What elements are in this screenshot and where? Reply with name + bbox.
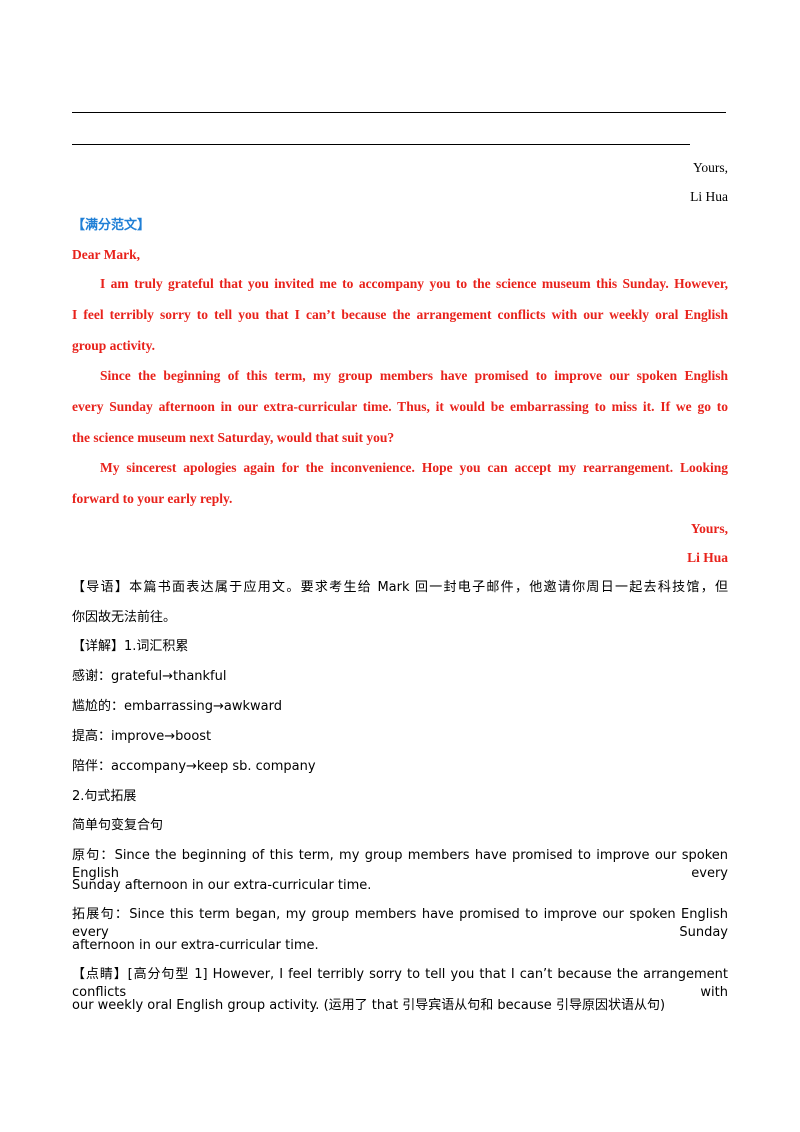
original-sentence-line: 原句：Since the beginning of this term, my … [72, 848, 728, 881]
tip-line: our weekly oral English group activity. … [72, 998, 666, 1013]
tip-line: 【点睛】[高分句型 1] However, I feel terribly so… [72, 967, 728, 1000]
detail-heading: 【详解】1.词汇积累 [72, 639, 189, 654]
vocab-item: 尴尬的：embarrassing→awkward [72, 699, 282, 714]
vocab-item: 提高：improve→boost [72, 729, 212, 744]
essay-paragraph-line: Since the beginning of this term, my gro… [100, 368, 728, 383]
section-heading: 2.句式拓展 [72, 789, 137, 804]
blank-answer-line [72, 144, 690, 145]
blank-answer-line [72, 112, 726, 113]
essay-paragraph-line: every Sunday afternoon in our extra-curr… [72, 399, 728, 414]
extended-sentence-line: afternoon in our extra-curricular time. [72, 938, 319, 953]
essay-paragraph-line: I am truly grateful that you invited me … [100, 276, 728, 291]
essay-paragraph-line: the science museum next Saturday, would … [72, 430, 395, 445]
essay-paragraph-line: forward to your early reply. [72, 491, 233, 506]
essay-signature: Li Hua [687, 550, 728, 565]
closing-signature: Li Hua [690, 189, 728, 204]
essay-paragraph-line: I feel terribly sorry to tell you that I… [72, 307, 728, 322]
essay-paragraph-line: My sincerest apologies again for the inc… [100, 460, 728, 475]
essay-salutation: Dear Mark, [72, 247, 140, 262]
closing-valediction: Yours, [692, 160, 728, 175]
intro-line: 【导语】本篇书面表达属于应用文。要求考生给 Mark 回一封电子邮件，他邀请你周… [72, 580, 728, 595]
original-sentence-line: Sunday afternoon in our extra-curricular… [72, 878, 372, 893]
vocab-item: 感谢：grateful→thankful [72, 669, 227, 684]
subsection-heading: 简单句变复合句 [72, 818, 164, 833]
model-essay-label: 【满分范文】 [72, 218, 151, 233]
essay-valediction: Yours, [690, 521, 728, 536]
intro-line: 你因故无法前往。 [72, 610, 177, 625]
extended-sentence-line: 拓展句：Since this term began, my group memb… [72, 907, 728, 940]
vocab-item: 陪伴：accompany→keep sb. company [72, 759, 316, 774]
essay-paragraph-line: group activity. [72, 338, 156, 353]
